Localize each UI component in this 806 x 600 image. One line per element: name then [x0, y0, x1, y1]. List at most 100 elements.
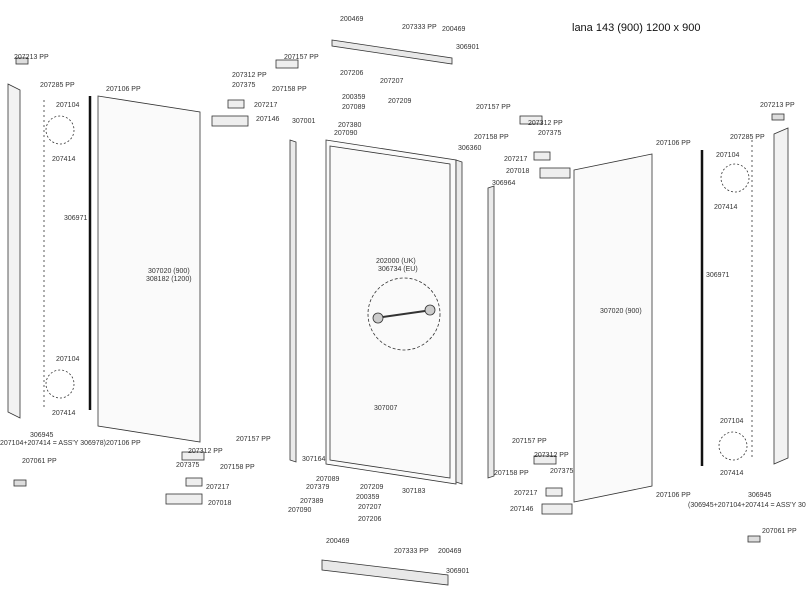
part-label-p207312-tr: 207312 PP	[528, 120, 563, 127]
part-label-p207089-bot: 207089	[316, 476, 340, 483]
detail-circle-left-bot	[45, 369, 75, 399]
part-label-p207158-tl: 207158 PP	[272, 86, 307, 93]
part-label-p207018-bl: 207018	[208, 500, 232, 507]
part-label-p200469-tr: 200469	[442, 26, 466, 33]
part-label-p207209-bot: 207209	[360, 484, 384, 491]
part-label-door-center: 307007	[374, 405, 398, 412]
part-label-p200469-br: 200469	[438, 548, 462, 555]
part-label-p207414-left-top: 207414	[52, 156, 76, 163]
bracket-bot-right	[541, 503, 573, 515]
part-label-p207104-left-top: 207104	[56, 102, 80, 109]
part-label-p306971-left: 306971	[64, 215, 88, 222]
detail-circle-right-top	[720, 163, 750, 193]
part-label-p200469-tl: 200469	[340, 16, 364, 23]
part-label-p207157-br: 207157 PP	[512, 438, 547, 445]
hinge-profile-left	[289, 139, 297, 463]
part-label-p307164: 307164	[302, 456, 326, 463]
door-side-profile	[455, 159, 463, 485]
part-label-p307001: 307001	[292, 118, 316, 125]
part-label-p207285-left: 207285 PP	[40, 82, 75, 89]
part-label-p306945-right: 306945	[748, 492, 772, 499]
right-glass-panel	[573, 153, 653, 503]
part-label-p207312-tl: 207312 PP	[232, 72, 267, 79]
part-label-p207375-tl: 207375	[232, 82, 256, 89]
part-label-p207414-left-bot: 207414	[52, 410, 76, 417]
part-label-p207157-tr: 207157 PP	[476, 104, 511, 111]
part-label-p207217-br: 207217	[514, 490, 538, 497]
part-label-p207090-top: 207090	[334, 130, 358, 137]
detail-circle-left-top	[45, 115, 75, 145]
part-label-assy-right: (306945+207104+207414 = ASS'Y 30	[688, 502, 806, 509]
part-label-p207217-bl: 207217	[206, 484, 230, 491]
part-label-p207090-bot: 207090	[288, 507, 312, 514]
part-label-p306901-top: 306901	[456, 44, 480, 51]
part-label-p207312-bl: 207312 PP	[188, 448, 223, 455]
part-label-p306964: 306964	[492, 180, 516, 187]
bracket-top-right	[539, 167, 571, 179]
detail-circle-right-bot	[718, 431, 748, 461]
top-rail	[331, 39, 453, 65]
part-label-p207207-top: 207207	[380, 78, 404, 85]
bottom-rail	[321, 559, 449, 586]
left-wall-profile	[7, 83, 21, 419]
part-label-p207217-tl: 207217	[254, 102, 278, 109]
part-label-p306901-bot: 306901	[446, 568, 470, 575]
part-label-p207333-top: 207333 PP	[402, 24, 437, 31]
part-label-p207106-left-bot: 207106 PP	[106, 440, 141, 447]
part-label-p200359-top: 200359	[342, 94, 366, 101]
part-label-p307183: 307183	[402, 488, 426, 495]
part-label-p200359-bot: 200359	[356, 494, 380, 501]
center-door-glass	[329, 145, 451, 479]
part-label-p207333-bot: 207333 PP	[394, 548, 429, 555]
bracket-bot-left	[165, 493, 203, 505]
part-label-p207106-right-bot: 207106 PP	[656, 492, 691, 499]
part-label-p207089-top: 207089	[342, 104, 366, 111]
part-label-p207207-bot: 207207	[358, 504, 382, 511]
part-label-handle-b: 306734 (EU)	[378, 266, 418, 273]
part-label-p207061-right: 207061 PP	[762, 528, 797, 535]
part-label-p207104-left-bot: 207104	[56, 356, 80, 363]
part-label-p306945-left: 306945	[30, 432, 54, 439]
part-label-p207379-bot: 207379	[306, 484, 330, 491]
part-label-p207414-right-top: 207414	[714, 204, 738, 211]
part-label-p207158-bl: 207158 PP	[220, 464, 255, 471]
part-label-p207206-bot: 207206	[358, 516, 382, 523]
part-label-p207106-left-top: 207106 PP	[106, 86, 141, 93]
part-label-p207106-right-top: 207106 PP	[656, 140, 691, 147]
part-label-p207158-br: 207158 PP	[494, 470, 529, 477]
diagram-title: lana 143 (900) 1200 x 900	[572, 22, 701, 34]
part-label-p306971-right: 306971	[706, 272, 730, 279]
part-label-p207414-right-bot: 207414	[720, 470, 744, 477]
part-label-p207206-top: 207206	[340, 70, 364, 77]
part-label-p207146-tl: 207146	[256, 116, 280, 123]
part-label-p207018-tr: 207018	[506, 168, 530, 175]
part-label-p207146-br: 207146	[510, 506, 534, 513]
part-label-p207285-right: 207285 PP	[730, 134, 765, 141]
part-label-p200469-bl: 200469	[326, 538, 350, 545]
part-label-p207104-right-top: 207104	[716, 152, 740, 159]
part-label-p207389-bot: 207389	[300, 498, 324, 505]
part-label-glass-right: 307020 (900)	[600, 308, 642, 315]
part-label-glass-left-b: 308182 (1200)	[146, 276, 192, 283]
part-label-p207312-br: 207312 PP	[534, 452, 569, 459]
part-label-p207157-tl: 207157 PP	[284, 54, 319, 61]
part-label-handle-a: 202000 (UK)	[376, 258, 416, 265]
part-label-p207213-left: 207213 PP	[14, 54, 49, 61]
bracket-top-left	[211, 115, 249, 127]
part-label-p207380-top: 207380	[338, 122, 362, 129]
part-label-p207104-right-bot: 207104	[720, 418, 744, 425]
part-label-p207209-top: 207209	[388, 98, 412, 105]
part-label-p207158-tr: 207158 PP	[474, 134, 509, 141]
part-label-p207375-br: 207375	[550, 468, 574, 475]
part-label-assy-left: 207104+207414 = ASS'Y 306978)	[0, 440, 106, 447]
part-label-p207213-right: 207213 PP	[760, 102, 795, 109]
left-glass-panel	[97, 95, 201, 443]
part-label-p207157-bl: 207157 PP	[236, 436, 271, 443]
part-label-p207217-tr: 207217	[504, 156, 528, 163]
part-label-p306360: 306360	[458, 145, 482, 152]
right-wall-profile	[773, 127, 789, 465]
center-door-frame	[325, 139, 457, 485]
part-label-p207375-tr: 207375	[538, 130, 562, 137]
handle-detail-circle	[367, 277, 441, 351]
